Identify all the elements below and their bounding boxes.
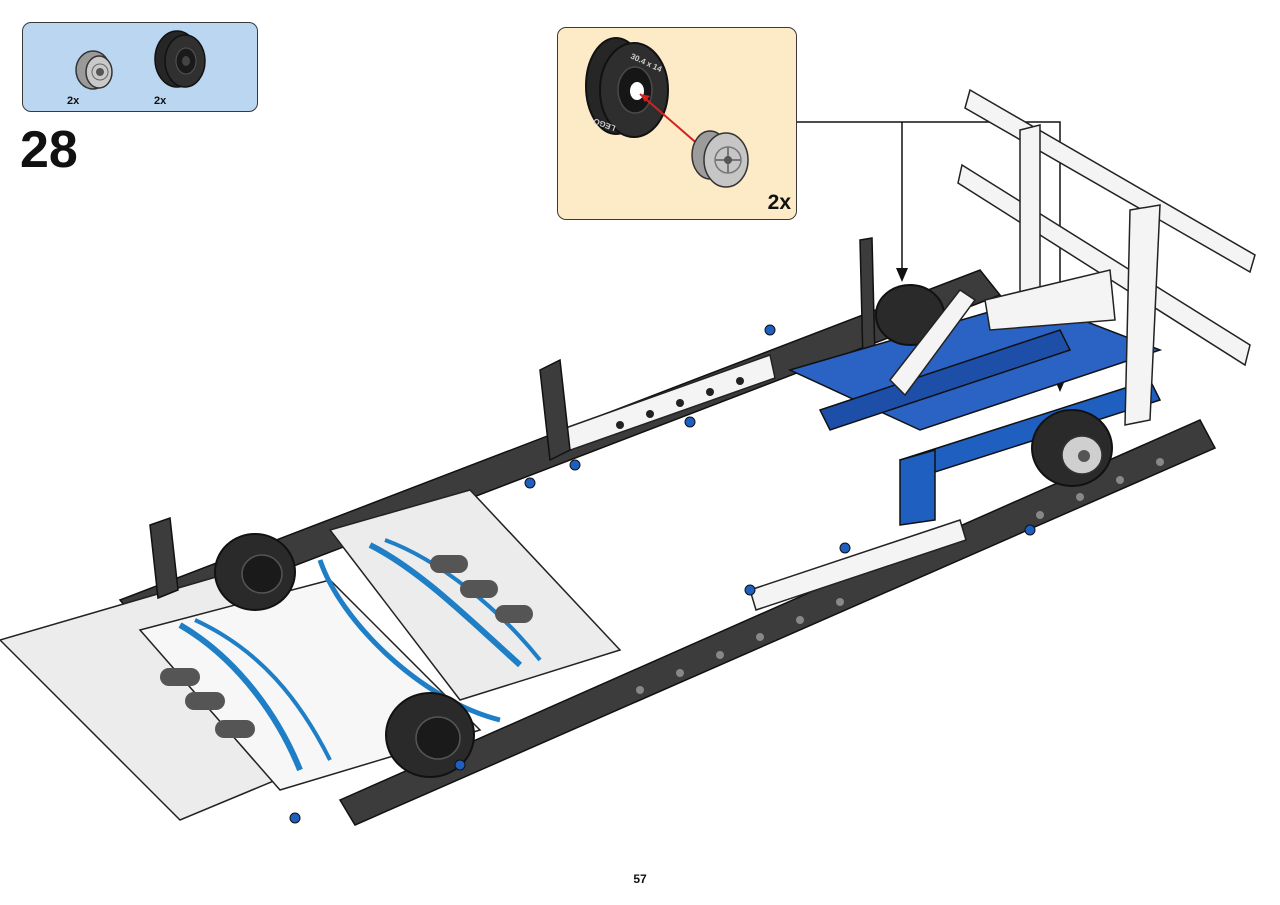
beam-holes [616,377,1164,694]
white-upright-frame [889,88,1256,426]
rear-blue-frame [787,299,1163,526]
parts-list-art [75,30,206,90]
wheel-icon [385,692,475,778]
mid-panel [328,489,622,701]
arrow-head-icon [640,94,650,102]
callout-arrow-icon [896,268,908,282]
tyre-icon: 30.4 x 14 LEGO [585,37,669,138]
wheel-icon [1031,409,1113,487]
rim-icon [691,130,749,188]
sub-assembly-art: 30.4 x 14 LEGO [585,37,749,188]
step-number: 28 [20,121,78,179]
sub-assembly-quantity: 2x [767,191,791,214]
parts-list-box: 2x 2x [22,22,258,112]
black-tyre-icon [154,30,206,88]
page-number: 57 [633,872,647,886]
tyre-quantity: 2x [154,95,167,107]
wheel-icon [214,533,296,611]
sub-assembly-box: 30.4 x 14 LEGO 2x [557,27,797,220]
rim-quantity: 2x [67,95,80,107]
grey-rim-icon [75,50,113,90]
blue-pin [289,324,1036,824]
